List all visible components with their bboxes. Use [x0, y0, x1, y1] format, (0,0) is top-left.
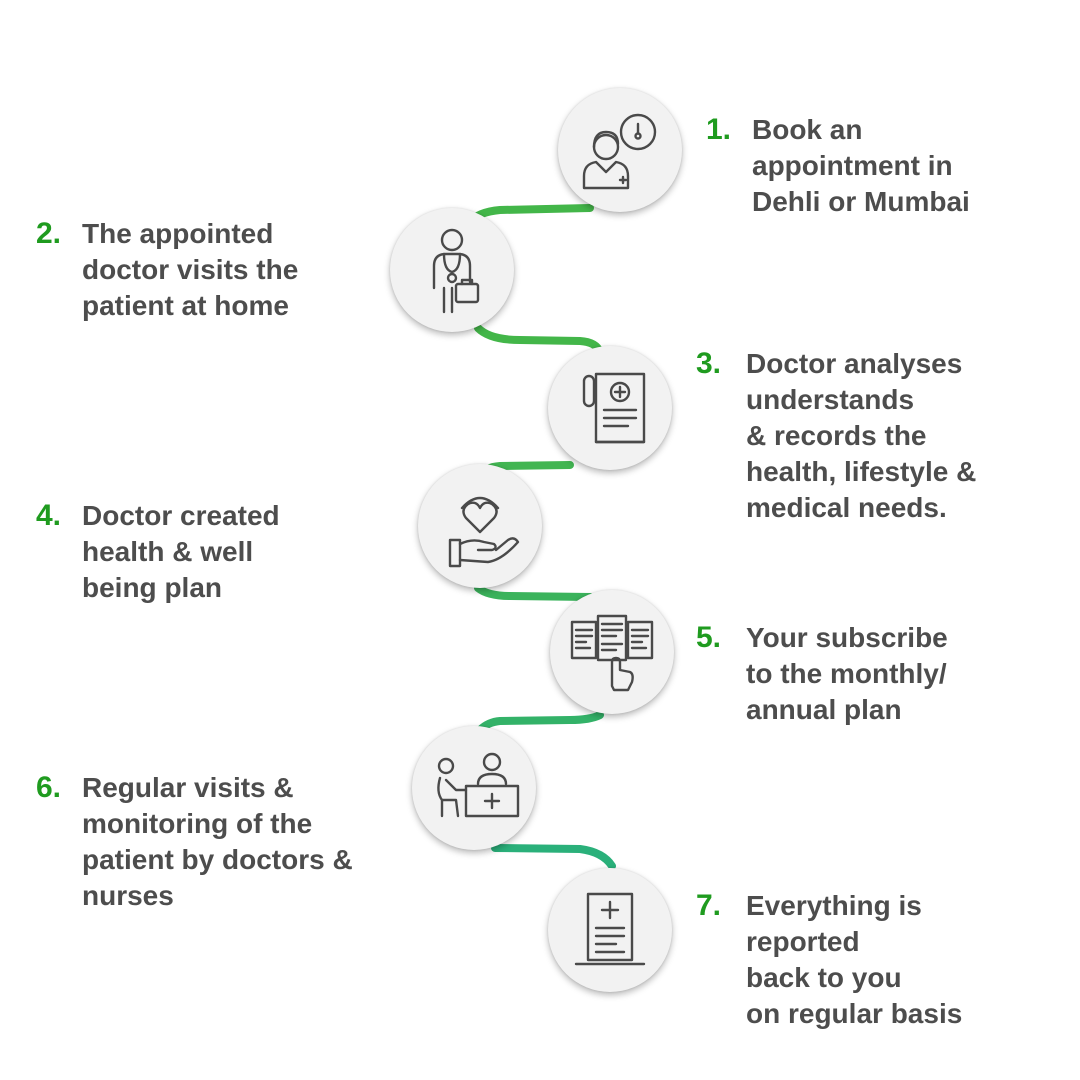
- step-description: The appointed doctor visits the patient …: [82, 218, 299, 321]
- connector-4-5: [474, 584, 594, 601]
- step-4: 4. Doctor created health & well being pl…: [36, 498, 280, 606]
- step-description: Doctor created health & well being plan: [82, 500, 280, 603]
- step-2-circle: [390, 208, 514, 332]
- step-6-circle: [412, 726, 536, 850]
- step-6: 6. Regular visits & monitoring of the pa…: [36, 770, 353, 914]
- step-number: 6.: [36, 771, 62, 804]
- step-7: 7. Everything is reported back to you on…: [696, 888, 962, 1032]
- step-number: 3.: [696, 347, 722, 380]
- step-4-circle: [418, 464, 542, 588]
- step-number: 2.: [36, 217, 62, 250]
- hand-heart-icon: [448, 496, 520, 568]
- step-description: Everything is reported back to you on re…: [746, 890, 963, 1029]
- connector-6-7: [491, 844, 616, 870]
- step-5-circle: [550, 590, 674, 714]
- connector-5-6: [476, 711, 604, 734]
- step-description: Regular visits & monitoring of the patie…: [82, 772, 353, 911]
- connector-2-3: [474, 324, 604, 356]
- step-5: 5. Your subscribe to the monthly/ annual…: [696, 620, 948, 728]
- step-description: Book an appointment in Dehli or Mumbai: [752, 114, 970, 217]
- medical-record-icon: [582, 372, 646, 444]
- step-description: Your subscribe to the monthly/ annual pl…: [746, 622, 948, 725]
- step-7-circle: [548, 868, 672, 992]
- step-number: 5.: [696, 621, 722, 654]
- step-1: 1. Book an appointment in Dehli or Mumba…: [706, 112, 970, 220]
- doctor-clock-icon: [582, 113, 657, 190]
- step-number: 7.: [696, 889, 722, 922]
- consultation-desk-icon: [437, 752, 520, 818]
- medical-report-icon: [574, 892, 646, 966]
- step-3: 3. Doctor analyses understands & records…: [696, 346, 976, 526]
- step-number: 4.: [36, 499, 62, 532]
- doctor-stethoscope-bag-icon: [432, 228, 480, 314]
- step-1-circle: [558, 88, 682, 212]
- step-description: Doctor analyses understands & records th…: [746, 348, 977, 523]
- step-2: 2. The appointed doctor visits the patie…: [36, 216, 298, 324]
- step-number: 1.: [706, 113, 732, 146]
- step-3-circle: [548, 346, 672, 470]
- plan-selection-icon: [570, 614, 654, 692]
